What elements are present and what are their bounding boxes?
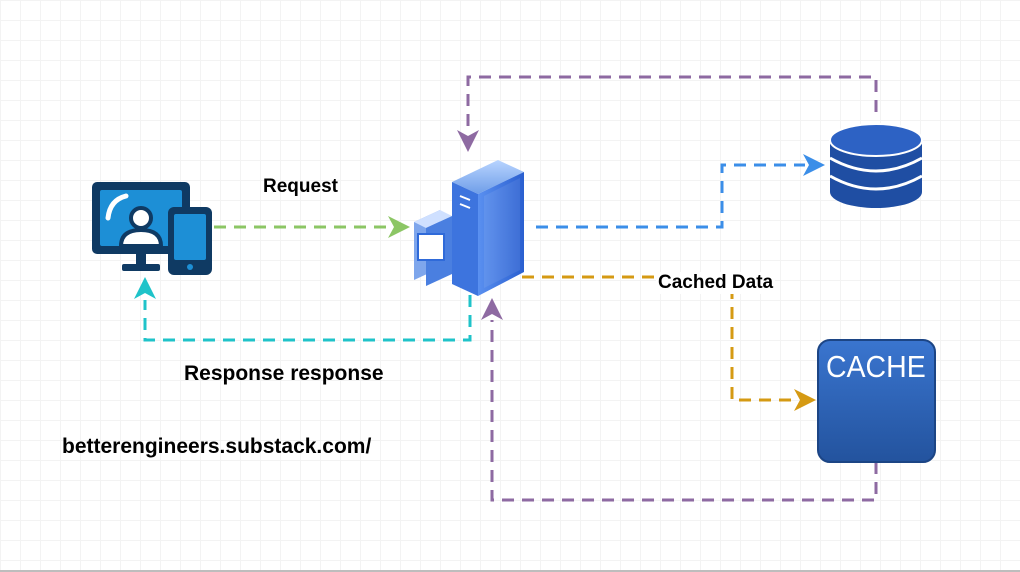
db-query-arrow [536,154,825,229]
cache-return-arrow [481,298,878,502]
server-icon [414,160,524,296]
desktop-mobile-user-icon [92,182,212,275]
cache-box-icon: CACHE [817,339,936,463]
response-arrow [134,277,472,342]
request-arrow [214,216,410,238]
request-label: Request [263,176,338,197]
cache-label: CACHE [826,350,926,384]
bottom-border [0,570,1020,572]
cached-data-label: Cached Data [656,272,776,294]
db-return-arrow [457,75,878,152]
response-label: Response response [184,362,384,385]
source-url-label: betterengineers.substack.com/ [62,435,372,458]
database-icon [829,123,923,208]
cache-write-arrow [522,275,816,411]
